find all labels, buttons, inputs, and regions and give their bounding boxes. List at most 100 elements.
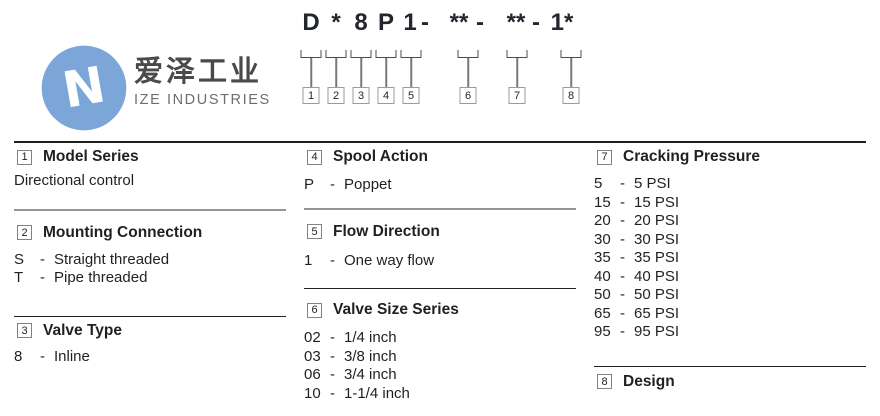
section-header: 8 Design <box>594 372 866 390</box>
model-code-part: ** <box>449 9 469 36</box>
section-header: 1 Model Series <box>14 149 286 165</box>
item-code: 03 <box>304 347 321 365</box>
spec-item: 02-1/4 inch <box>304 329 576 348</box>
item-dash: - <box>620 286 625 303</box>
segment-bracket <box>350 50 372 58</box>
section-items: 1-One way flow <box>304 252 576 271</box>
section-header: 5 Flow Direction <box>304 223 576 240</box>
item-label: 3/8 inch <box>344 347 397 365</box>
segment-stem <box>516 58 518 87</box>
item-label: 35 PSI <box>634 249 680 266</box>
section-number-box: 4 <box>307 149 322 165</box>
segment-stem <box>570 58 572 87</box>
segment-bracket <box>457 50 479 58</box>
top-divider <box>14 141 866 143</box>
model-code-part: - <box>476 9 484 36</box>
section-mounting-connection: 2 Mounting Connection S-Straight threade… <box>14 208 286 288</box>
spec-item: 5-5 PSI <box>594 175 866 194</box>
section-title: Valve Type <box>43 321 122 339</box>
item-dash: - <box>620 230 625 248</box>
segment-stem <box>385 58 387 87</box>
section-header: 6 Valve Size Series <box>304 302 576 318</box>
segment-number-box: 7 <box>508 87 526 104</box>
segment-number-box: 1 <box>302 87 320 104</box>
model-code-part: * <box>331 9 341 36</box>
segment-stem <box>335 58 337 87</box>
section-number-box: 5 <box>307 224 322 239</box>
spec-item: 8-Inline <box>14 348 286 367</box>
segment-number-box: 2 <box>327 87 345 104</box>
item-code: 06 <box>304 366 321 383</box>
item-dash: - <box>40 250 45 268</box>
section-title: Mounting Connection <box>43 223 203 241</box>
spec-item: Directional control <box>14 172 135 189</box>
segment-stem <box>410 58 412 87</box>
section-header: 2 Mounting Connection <box>14 223 286 241</box>
item-dash: - <box>40 269 45 286</box>
legend-columns: 1 Model Series Directional control 2 Mou… <box>14 143 866 403</box>
item-dash: - <box>330 251 335 269</box>
segment-number-box: 6 <box>459 87 477 104</box>
spec-item: 1-One way flow <box>304 252 576 271</box>
spec-item: T-Pipe threaded <box>14 269 286 288</box>
legend-column-left: 1 Model Series Directional control 2 Mou… <box>14 143 286 366</box>
model-code-part: 1* <box>550 9 574 36</box>
model-code-part: 1 <box>403 9 417 36</box>
item-dash: - <box>620 267 625 285</box>
svg-text:N: N <box>58 55 109 119</box>
item-code: 35 <box>594 249 611 266</box>
item-label: 95 PSI <box>634 323 680 340</box>
item-code: 02 <box>304 329 321 346</box>
item-label: 1-1/4 inch <box>344 384 410 402</box>
segment-stem <box>467 58 469 87</box>
item-dash: - <box>620 323 625 340</box>
item-dash: - <box>330 366 335 383</box>
section-flow-direction: 5 Flow Direction 1-One way flow <box>304 207 576 271</box>
segment-number-box: 4 <box>377 87 395 104</box>
segment-bracket <box>375 50 397 58</box>
item-code: 20 <box>594 212 611 229</box>
item-dash: - <box>330 329 335 346</box>
segment-bracket <box>325 50 347 58</box>
item-dash: - <box>330 176 335 193</box>
item-code: 65 <box>594 304 611 322</box>
spec-item: 65-65 PSI <box>594 305 866 324</box>
item-code: 30 <box>594 230 611 248</box>
item-label: One way flow <box>344 251 435 269</box>
section-title: Spool Action <box>333 148 428 165</box>
item-code: 1 <box>304 251 313 269</box>
item-code: T <box>14 269 24 286</box>
model-code-part: ** <box>506 9 526 36</box>
item-label: Inline <box>54 347 90 365</box>
spec-item: 10-1-1/4 inch <box>304 385 576 404</box>
section-title: Design <box>623 372 675 390</box>
item-code: 15 <box>594 193 611 211</box>
item-code: 95 <box>594 323 611 340</box>
ize-logo-icon: N <box>41 45 127 131</box>
segment-stem <box>360 58 362 87</box>
item-dash: - <box>620 175 625 192</box>
spec-item: 30-30 PSI <box>594 231 866 250</box>
item-label: 3/4 inch <box>344 366 397 383</box>
item-label: 20 PSI <box>634 212 680 229</box>
segment-bracket <box>300 50 322 58</box>
item-label: Poppet <box>344 176 392 193</box>
spec-item: 03-3/8 inch <box>304 348 576 367</box>
item-label: 30 PSI <box>634 230 680 248</box>
model-code-part: 8 <box>354 9 368 36</box>
brand-text: 爱泽工业 IZE INDUSTRIES <box>134 56 271 108</box>
spec-item: 95-95 PSI <box>594 323 866 342</box>
section-title: Valve Size Series <box>333 301 459 318</box>
item-label: 65 PSI <box>634 304 680 322</box>
item-code: S <box>14 250 25 268</box>
item-label: Pipe threaded <box>54 269 148 286</box>
section-number-box: 7 <box>597 149 612 165</box>
spec-item: 20-20 PSI <box>594 212 866 231</box>
